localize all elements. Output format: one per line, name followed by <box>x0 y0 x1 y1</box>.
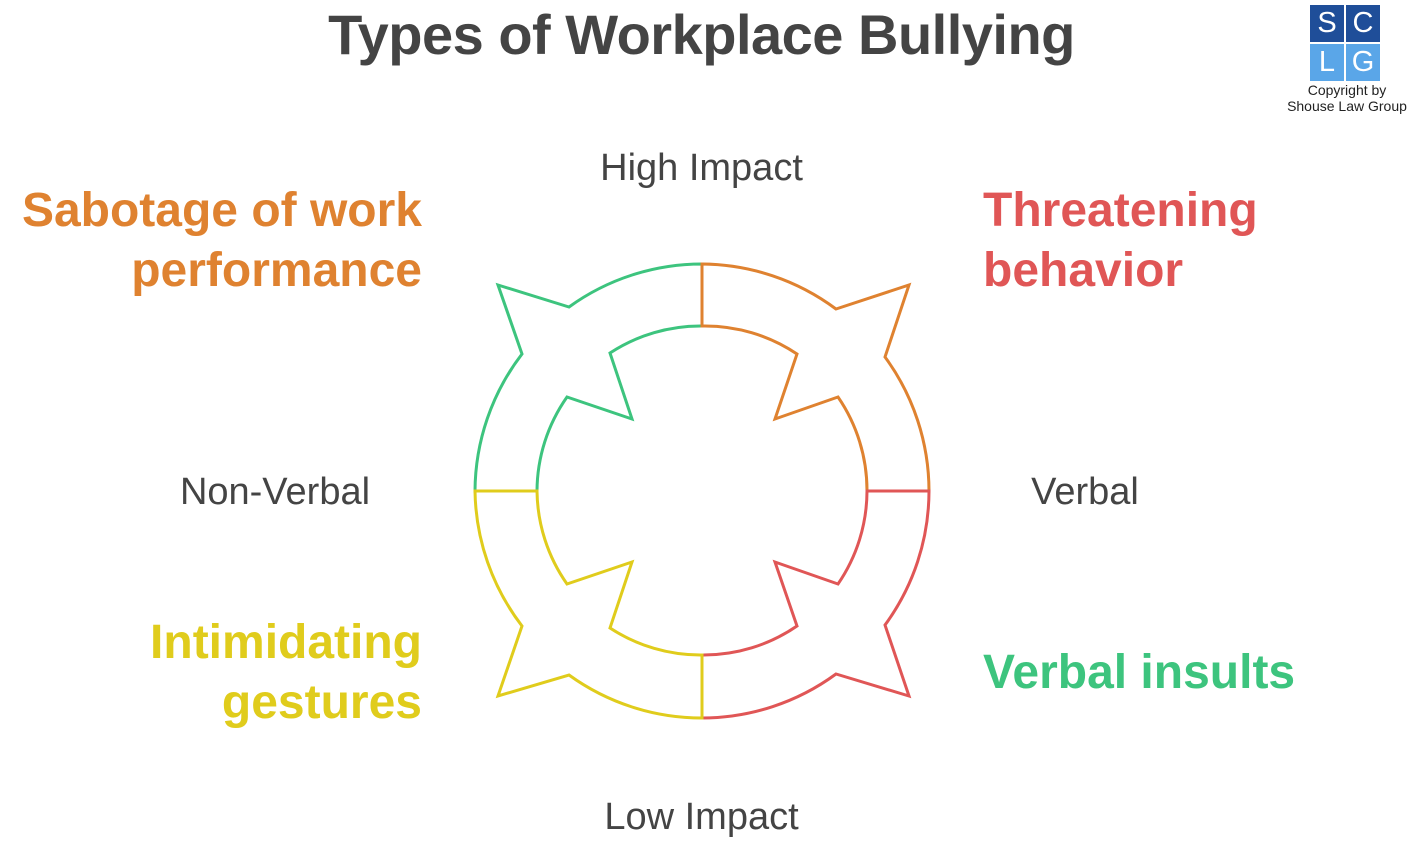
logo-letter-s: S <box>1310 5 1344 42</box>
quadrant-label-threatening-line-1: Threatening <box>983 184 1258 237</box>
segment-bottom-right <box>700 489 931 720</box>
quadrant-label-verbal-insults: Verbal insults <box>983 643 1383 703</box>
quadrant-label-threatening-line-2: behavior <box>983 244 1184 297</box>
axis-label-high-impact: High Impact <box>600 147 803 189</box>
quadrant-label-threatening: Threatening behavior <box>983 181 1383 301</box>
axis-label-low-impact: Low Impact <box>604 796 799 838</box>
logo-letter-c: C <box>1346 5 1380 42</box>
quadrant-label-sabotage: Sabotage of work performance <box>20 181 422 301</box>
quadrant-label-verbal-insults-line-1: Verbal insults <box>983 646 1296 699</box>
axis-label-non-verbal: Non-Verbal <box>179 471 371 513</box>
quadrant-label-sabotage-line-2: performance <box>131 244 422 297</box>
copyright-line-2: Shouse Law Group <box>1287 98 1407 114</box>
quadrant-label-intimidating-line-1: Intimidating <box>150 616 422 669</box>
logo-letter-g: G <box>1346 44 1380 81</box>
logo-letter-l: L <box>1310 44 1344 81</box>
quadrant-label-intimidating: Intimidating gestures <box>20 613 422 733</box>
segment-top-left <box>473 262 704 493</box>
copyright-line-1: Copyright by <box>1307 82 1387 98</box>
copyright-text: Copyright by Shouse Law Group <box>1283 82 1411 114</box>
quadrant-label-intimidating-line-2: gestures <box>221 676 422 729</box>
segment-bottom-left <box>473 489 704 720</box>
page-title: Types of Workplace Bullying <box>328 3 1075 66</box>
segment-top-right <box>700 262 931 493</box>
axis-label-verbal: Verbal <box>1031 471 1139 513</box>
logo-grid: S C L G <box>1310 5 1380 81</box>
quadrant-label-sabotage-line-1: Sabotage of work <box>21 184 422 237</box>
